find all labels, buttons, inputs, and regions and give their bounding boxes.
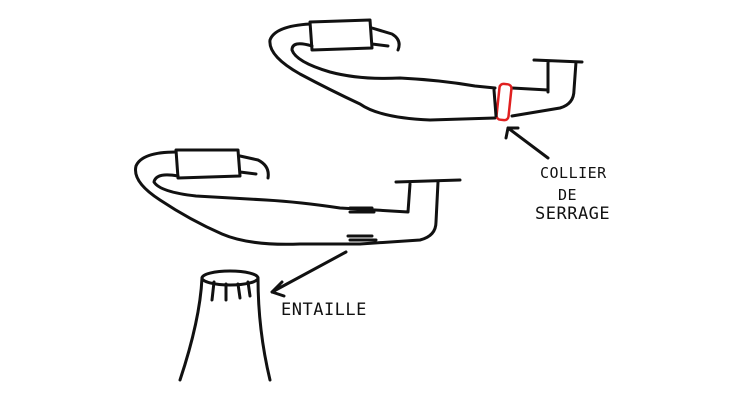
tube-slots	[210, 280, 252, 302]
clamp-label-line2: DE	[558, 186, 578, 204]
clamp-label-line1: COLLIER	[540, 164, 607, 182]
top-exhaust-assembly	[268, 18, 584, 160]
top-pipe-outer	[268, 22, 497, 122]
clamp-pipe-joint	[492, 88, 498, 118]
bottom-muffler	[174, 148, 242, 180]
slot-label: ENTAILLE	[281, 300, 367, 320]
top-pipe-inner	[290, 42, 497, 90]
clamp-label-line3: SERRAGE	[535, 204, 611, 224]
bottom-tail-pipe	[238, 154, 270, 180]
slot-arrow	[270, 250, 348, 298]
top-tail-pipe	[370, 26, 401, 52]
top-header-flange	[532, 58, 584, 94]
slotted-tube	[178, 269, 272, 382]
top-pipe-to-header	[510, 60, 578, 118]
top-muffler	[308, 18, 374, 52]
bottom-pipe-outer	[134, 150, 362, 246]
bottom-pipe-to-header	[358, 180, 440, 246]
clamp-marker	[495, 82, 513, 122]
bottom-pipe-inner	[152, 173, 377, 212]
clamp-arrow	[504, 126, 550, 160]
bottom-header-flange	[394, 178, 462, 184]
tube-right-wall	[256, 276, 272, 382]
bottom-exhaust-assembly	[134, 148, 462, 298]
slot-marks	[346, 206, 378, 242]
tube-left-wall	[178, 276, 204, 382]
